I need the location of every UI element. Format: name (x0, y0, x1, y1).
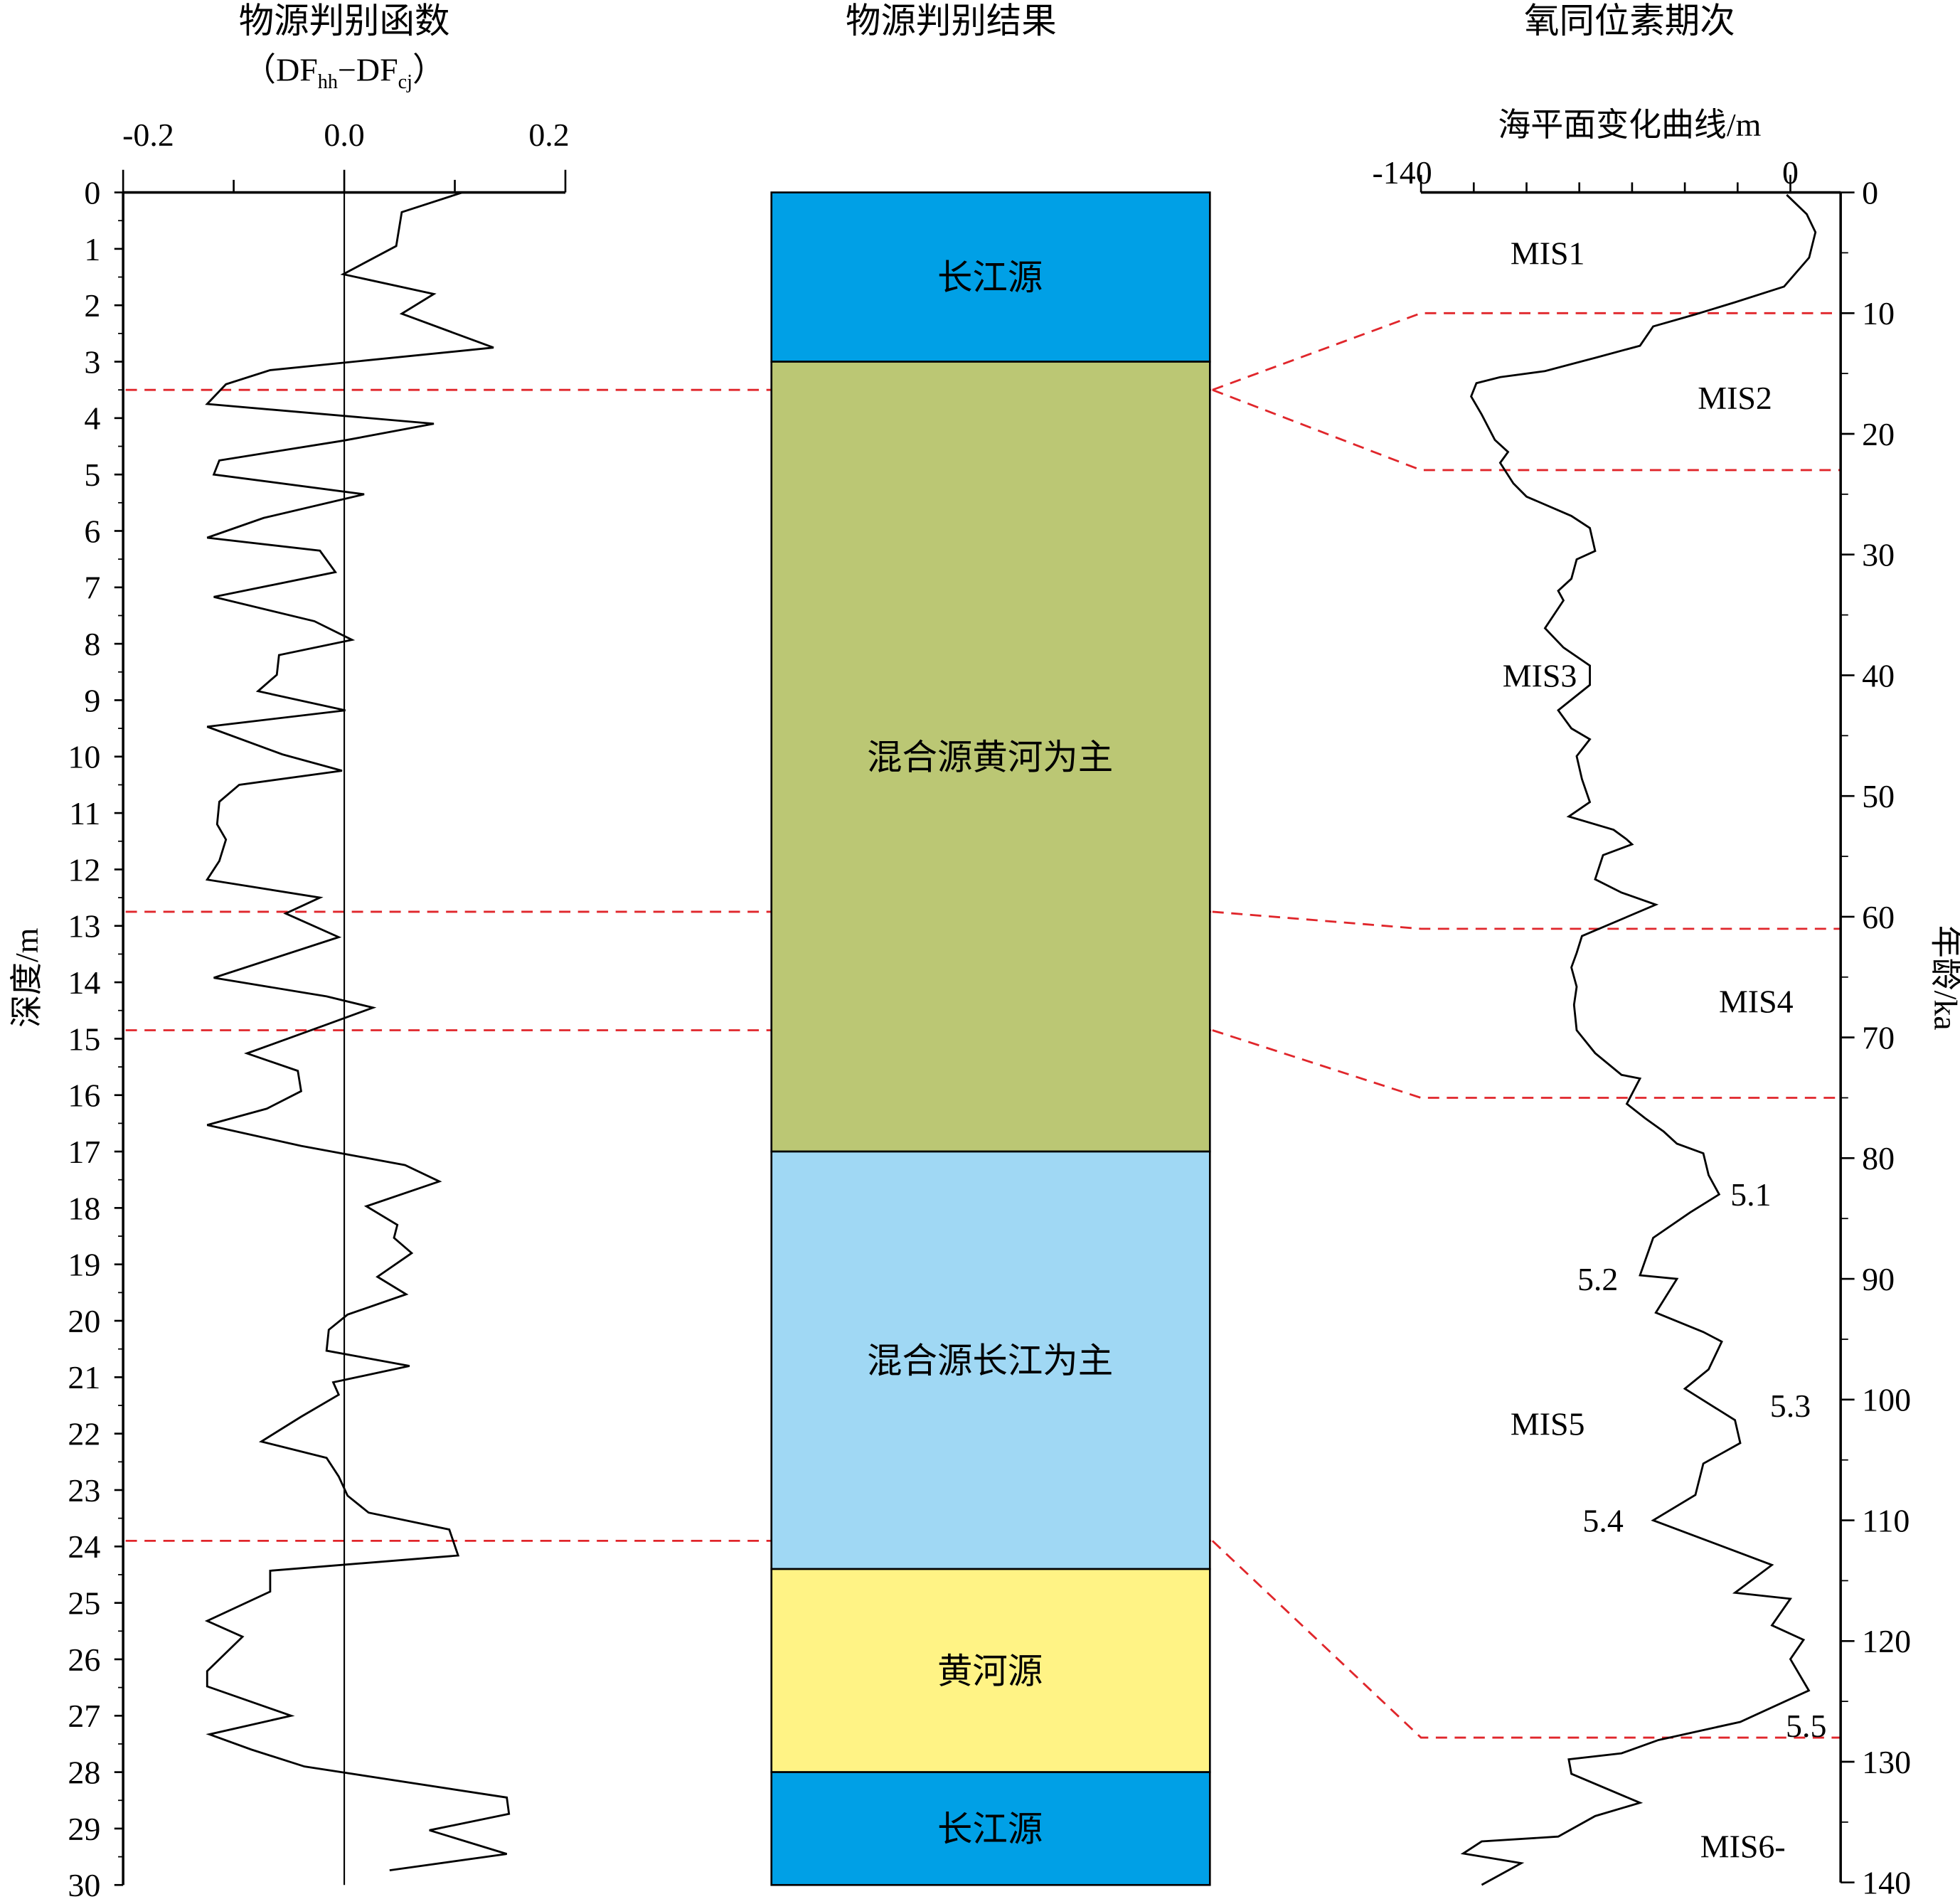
provenance-unit (770, 1771, 1211, 1886)
mis-substage-label: 5.1 (1730, 1176, 1771, 1213)
mis-substage-label: 5.4 (1582, 1502, 1623, 1538)
age-tick-label: 140 (1862, 1865, 1911, 1901)
depth-tick-label: 19 (68, 1247, 100, 1283)
age-tick-label: 0 (1862, 174, 1878, 211)
left-title: 物源判别函数 (239, 1, 450, 41)
depth-axis-label: 深度/m (9, 928, 45, 1028)
mis-stage-label: MIS6- (1700, 1829, 1786, 1865)
mis-stage-label: MIS3 (1503, 657, 1577, 693)
x-tick-label: 0.0 (324, 117, 364, 153)
provenance-unit-label: 长江源 (937, 258, 1043, 297)
subtitle-prefix: （DF (243, 51, 318, 87)
age-axis-label: 年龄/ka (1928, 925, 1960, 1031)
x-tick-label: 0.2 (528, 117, 569, 153)
depth-tick-label: 9 (84, 682, 100, 718)
depth-tick-label: 12 (68, 851, 100, 888)
depth-tick-label: 2 (84, 287, 100, 324)
left-subtitle: （DFhh−DFcj） (243, 51, 445, 93)
mis-stage-label: MIS5 (1511, 1406, 1585, 1442)
depth-tick-label: 13 (68, 908, 100, 945)
provenance-unit (770, 361, 1211, 1153)
depth-tick-label: 26 (68, 1642, 100, 1678)
provenance-unit-label: 长江源 (937, 1810, 1043, 1849)
provenance-unit (770, 1150, 1211, 1570)
mis-stage-label: MIS1 (1511, 235, 1585, 271)
mis-stage-label: MIS2 (1698, 380, 1772, 416)
age-tick-label: 60 (1862, 899, 1895, 935)
depth-tick-label: 28 (68, 1755, 100, 1791)
provenance-unit-label: 黄河源 (937, 1652, 1043, 1691)
age-tick-label: 100 (1862, 1382, 1911, 1418)
depth-tick-label: 20 (68, 1303, 100, 1339)
age-tick-label: 120 (1862, 1623, 1911, 1659)
x-tick-label: -140 (1373, 154, 1432, 191)
depth-tick-label: 30 (68, 1867, 100, 1903)
depth-tick-label: 25 (68, 1585, 100, 1622)
subtitle-suffix: ） (412, 51, 445, 87)
age-tick-label: 30 (1862, 537, 1895, 573)
subtitle-sub1: hh (318, 71, 338, 93)
depth-tick-label: 16 (68, 1078, 100, 1114)
middle-title: 物源判别结果 (846, 1, 1057, 41)
age-tick-label: 110 (1862, 1502, 1910, 1538)
correlation-line (1212, 312, 1841, 391)
depth-tick-label: 14 (68, 964, 100, 1001)
depth-tick-label: 3 (84, 344, 100, 380)
age-tick-label: 10 (1862, 295, 1895, 331)
age-tick-label: 80 (1862, 1140, 1895, 1176)
provenance-unit (770, 191, 1211, 363)
age-tick-label: 130 (1862, 1744, 1911, 1780)
mis-substage-label: 5.2 (1577, 1261, 1618, 1297)
depth-tick-label: 4 (84, 400, 100, 437)
depth-tick-label: 0 (84, 174, 100, 211)
mis-substage-label: 5.5 (1786, 1708, 1826, 1744)
correlation-line (1212, 1029, 1841, 1099)
df-curve (204, 191, 511, 1872)
x-tick-label: 0 (1782, 154, 1799, 191)
depth-tick-label: 1 (84, 231, 100, 267)
depth-tick-label: 24 (68, 1528, 100, 1565)
depth-tick-label: 27 (68, 1698, 100, 1734)
correlation-line (1211, 1540, 1841, 1739)
depth-tick-label: 5 (84, 457, 100, 493)
depth-tick-label: 10 (68, 739, 100, 775)
depth-tick-label: 6 (84, 513, 100, 549)
depth-tick-label: 15 (68, 1021, 100, 1057)
depth-tick-label: 7 (84, 570, 100, 606)
age-tick-label: 90 (1862, 1261, 1895, 1297)
provenance-unit-label: 混合源长江为主 (867, 1341, 1113, 1381)
sealevel-curve (1460, 193, 1817, 1886)
depth-tick-label: 11 (69, 795, 100, 831)
depth-tick-label: 22 (68, 1416, 100, 1452)
df-chart: 0123456789101112131415161718192021222324… (68, 169, 567, 1903)
x-tick-label: -0.2 (122, 117, 174, 153)
mis-stage-label: MIS4 (1719, 984, 1794, 1020)
age-tick-label: 20 (1862, 416, 1895, 452)
depth-tick-label: 8 (84, 626, 100, 662)
age-tick-label: 40 (1862, 657, 1895, 693)
right-title: 氧同位素期次 (1524, 1, 1735, 41)
sealevel-axis-label: 海平面变化曲线/m (1498, 107, 1761, 143)
depth-tick-label: 17 (68, 1134, 100, 1170)
age-tick-label: 70 (1862, 1020, 1895, 1056)
age-tick-label: 50 (1862, 778, 1895, 814)
subtitle-sub2: cj (398, 71, 412, 93)
depth-tick-label: 21 (68, 1359, 100, 1395)
mis-substage-label: 5.3 (1770, 1388, 1811, 1424)
depth-tick-label: 23 (68, 1472, 100, 1509)
sealevel-chart: 0 10 20 30 40 50 60 70 80 90 100 110 120 130 140 MIS1MI… (1420, 174, 1911, 1901)
subtitle-mid: −DF (338, 51, 398, 87)
provenance-unit-label: 混合源黄河为主 (867, 738, 1113, 777)
depth-tick-label: 29 (68, 1811, 100, 1847)
correlation-line (1212, 910, 1841, 930)
depth-tick-label: 18 (68, 1190, 100, 1226)
